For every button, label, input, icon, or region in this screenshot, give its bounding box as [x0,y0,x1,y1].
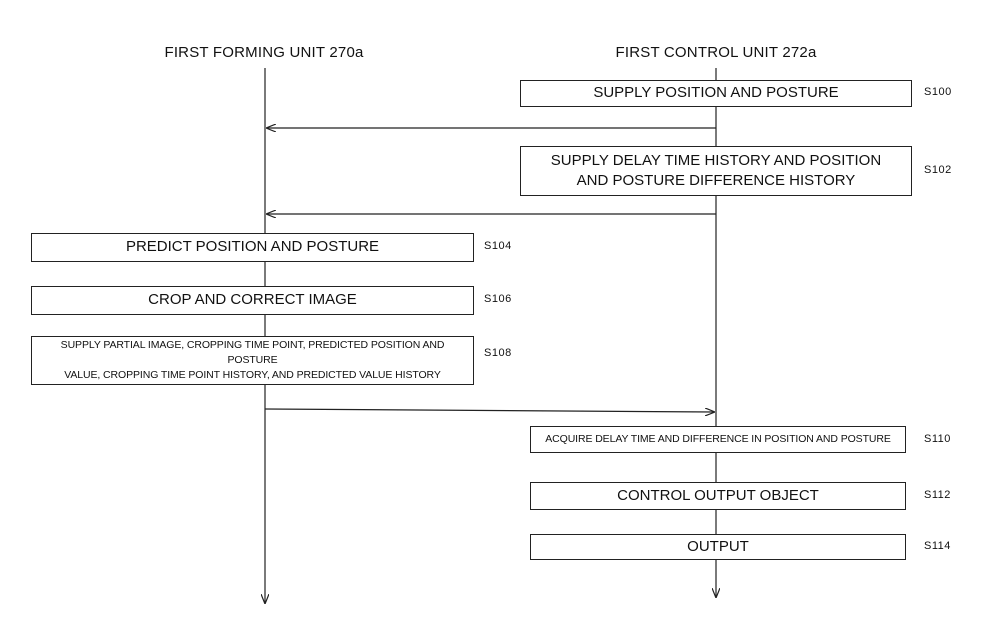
step-text: CONTROL OUTPUT OBJECT [617,486,819,504]
step-code-s110: S110 [924,433,951,445]
left-lane-title: FIRST FORMING UNIT 270a [164,44,364,61]
step-text: SUPPLY PARTIAL IMAGE, CROPPING TIME POIN… [60,338,445,382]
step-code-s114: S114 [924,540,951,552]
step-code-s108: S108 [484,347,512,359]
step-code-s100: S100 [924,86,952,98]
step-box-s102: SUPPLY DELAY TIME HISTORY AND POSITION A… [520,146,912,196]
step-box-s112: CONTROL OUTPUT OBJECT [530,482,906,510]
step-text: CROP AND CORRECT IMAGE [148,291,357,309]
step-box-s100: SUPPLY POSITION AND POSTURE [520,80,912,107]
step-text: SUPPLY POSITION AND POSTURE [593,84,839,102]
step-code-s112: S112 [924,489,951,501]
step-text: OUTPUT [687,537,749,555]
step-code-s104: S104 [484,240,512,252]
step-box-s104: PREDICT POSITION AND POSTURE [31,233,474,262]
step-box-s110: ACQUIRE DELAY TIME AND DIFFERENCE IN POS… [530,426,906,453]
step-text: SUPPLY DELAY TIME HISTORY AND POSITION A… [550,151,882,189]
right-lane-title: FIRST CONTROL UNIT 272a [615,44,817,61]
step-box-s108: SUPPLY PARTIAL IMAGE, CROPPING TIME POIN… [31,336,474,385]
step-text: PREDICT POSITION AND POSTURE [125,238,380,256]
step-box-s106: CROP AND CORRECT IMAGE [31,286,474,315]
step-text: ACQUIRE DELAY TIME AND DIFFERENCE IN POS… [545,432,891,445]
step-box-s114: OUTPUT [530,534,906,560]
step-code-s106: S106 [484,293,512,305]
message-arrow-s108 [264,409,714,412]
step-code-s102: S102 [924,164,952,176]
